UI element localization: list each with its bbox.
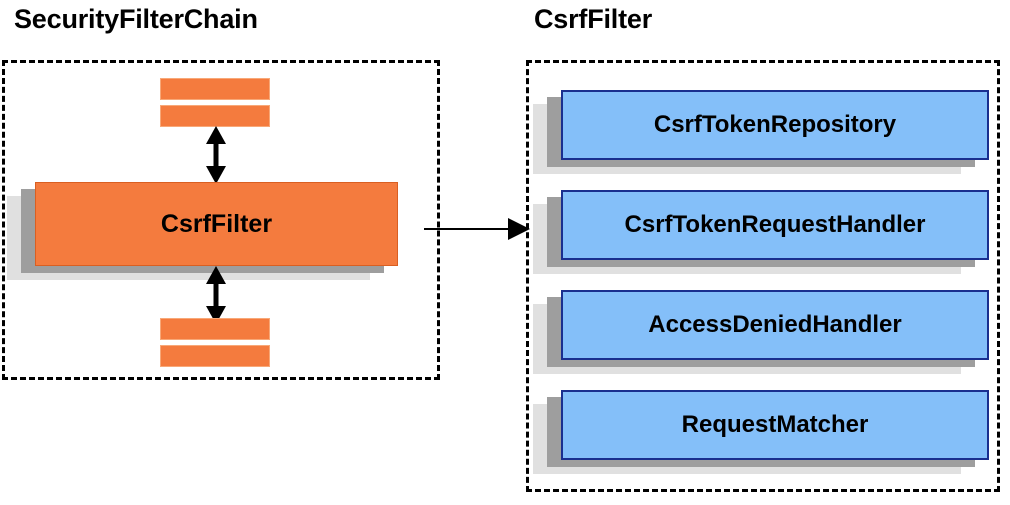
card-csrffilter-face: CsrfFilter: [35, 182, 398, 266]
panel-title-securityfilterchain: SecurityFilterChain: [14, 4, 258, 34]
card-accessdeniedhandler-face: AccessDeniedHandler: [561, 290, 989, 360]
card-requestmatcher-face: RequestMatcher: [561, 390, 989, 460]
arrow-above-csrffilter: [206, 126, 226, 184]
card-accessdeniedhandler: AccessDeniedHandler: [533, 290, 989, 374]
card-csrftokenrepository-label: CsrfTokenRepository: [653, 111, 897, 138]
filter-bar-top-2: [160, 105, 270, 127]
arrow-below-csrffilter: [206, 266, 226, 324]
arrow-securityfilterchain-to-csrffilter: [424, 218, 530, 240]
card-requestmatcher-label: RequestMatcher: [681, 411, 869, 438]
card-csrftokenrepository-face: CsrfTokenRepository: [561, 90, 989, 160]
card-csrftokenrequesthandler: CsrfTokenRequestHandler: [533, 190, 989, 274]
card-csrftokenrequesthandler-label: CsrfTokenRequestHandler: [624, 211, 926, 238]
card-csrftokenrepository: CsrfTokenRepository: [533, 90, 989, 174]
filter-bar-top-1: [160, 78, 270, 100]
card-accessdeniedhandler-label: AccessDeniedHandler: [648, 311, 902, 338]
panel-title-csrffilter: CsrfFilter: [534, 4, 653, 34]
card-requestmatcher: RequestMatcher: [533, 390, 989, 474]
panel-csrffilter: [526, 60, 1000, 492]
panel-securityfilterchain: [2, 60, 440, 380]
filter-bar-bottom-2: [160, 345, 270, 367]
filter-bar-bottom-1: [160, 318, 270, 340]
card-csrffilter-label: CsrfFilter: [160, 209, 273, 238]
card-csrffilter: CsrfFilter: [7, 182, 398, 280]
card-csrftokenrequesthandler-face: CsrfTokenRequestHandler: [561, 190, 989, 260]
